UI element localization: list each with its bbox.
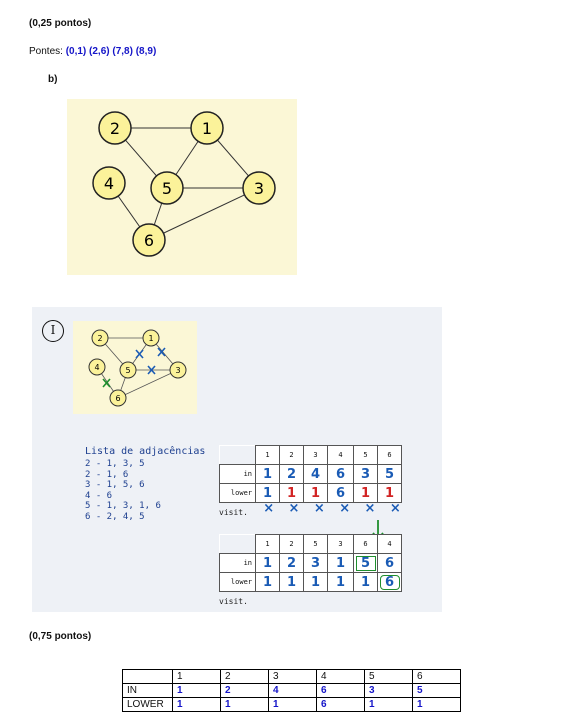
points-label-c: (0,75 pontos) [29, 631, 92, 642]
adjacency-line: 6 - 2, 4, 5 [85, 511, 145, 522]
graph-svg: 2 1 4 5 3 6 [92, 111, 276, 257]
svg-text:2: 2 [97, 334, 102, 343]
mini-node-2: 2 [91, 329, 109, 347]
svg-text:1: 1 [148, 334, 153, 343]
mini-node-3: 3 [169, 361, 187, 379]
svg-text:5: 5 [125, 366, 130, 375]
adjacency-line: 3 - 1, 5, 6 [85, 480, 145, 490]
graph-node-3: 3 [242, 171, 276, 205]
mini-node-5: 5 [119, 361, 137, 379]
graph-edges [108, 127, 260, 241]
row-label-in: in [219, 464, 256, 484]
adjacency-line: 2 - 1, 6 [85, 469, 129, 480]
mini-graph-svg: 2 1 4 5 3 6 [88, 329, 187, 407]
visit-marks-1: × × × × × × [263, 501, 401, 516]
graph-node-label: 3 [254, 179, 264, 198]
green-cross-mark [102, 378, 111, 388]
bridges-value: (0,1) (2,6) (7,8) (8,9) [65, 46, 157, 57]
graph-node-label: 5 [162, 179, 172, 198]
svg-text:6: 6 [115, 394, 120, 403]
adjacency-list: 2 - 1, 3, 5 2 - 1, 6 3 - 1, 5, 6 4 - 6 5… [85, 459, 161, 522]
mini-node-4: 4 [88, 358, 106, 376]
table-row: IN 1 2 4 6 3 5 [122, 683, 461, 698]
mini-node-1: 1 [142, 329, 160, 347]
row-label-lower: lower [219, 572, 256, 592]
blue-cross-marks [135, 347, 166, 375]
table-row: LOWER 1 1 1 6 1 1 [122, 697, 461, 712]
section-mark: I [42, 320, 64, 342]
graph-node-label: 6 [144, 231, 154, 250]
graph-node-label: 2 [110, 119, 120, 138]
bridges-line: Pontes: (0,1) (2,6) (7,8) (8,9) [29, 46, 156, 57]
table-row: 1 2 3 4 5 6 [122, 669, 461, 684]
row-label-lower: lower [219, 483, 256, 503]
graph-node-label: 1 [202, 119, 212, 138]
graph-node-4: 4 [92, 166, 126, 200]
graph-figure: 2 1 4 5 3 6 [67, 99, 297, 275]
hand-table-1: 1 2 3 4 5 6 in 1 2 4 6 3 5 lower 1 1 1 6… [219, 445, 402, 503]
final-table: 1 2 3 4 5 6 IN 1 2 4 6 3 5 LOWER 1 1 1 6… [122, 669, 461, 712]
mini-node-6: 6 [109, 389, 127, 407]
row-label-in: in [219, 553, 256, 573]
svg-text:3: 3 [175, 366, 180, 375]
mini-graph-figure: 2 1 4 5 3 6 [73, 321, 197, 414]
visit-label-1: visit. [219, 508, 248, 517]
adjacency-line: 5 - 1, 3, 1, 6 [85, 501, 161, 511]
graph-node-6: 6 [132, 223, 166, 257]
hand-table-2: 1 2 5 3 6 4 in 1 2 3 1 5 6 lower 1 1 1 1… [219, 534, 402, 592]
graph-node-1: 1 [190, 111, 224, 145]
adjacency-line: 2 - 1, 3, 5 [85, 459, 145, 469]
adjacency-line: 4 - 6 [85, 490, 113, 501]
graph-node-2: 2 [98, 111, 132, 145]
part-b-label: b) [48, 74, 58, 85]
adjacency-title: Lista de adjacências [85, 446, 206, 457]
bridges-label: Pontes: [29, 46, 63, 57]
points-label-a: (0,25 pontos) [29, 18, 92, 29]
graph-node-5: 5 [150, 171, 184, 205]
visit-label-2: visit. [219, 597, 248, 606]
graph-node-label: 4 [104, 174, 114, 193]
svg-text:4: 4 [94, 363, 99, 372]
